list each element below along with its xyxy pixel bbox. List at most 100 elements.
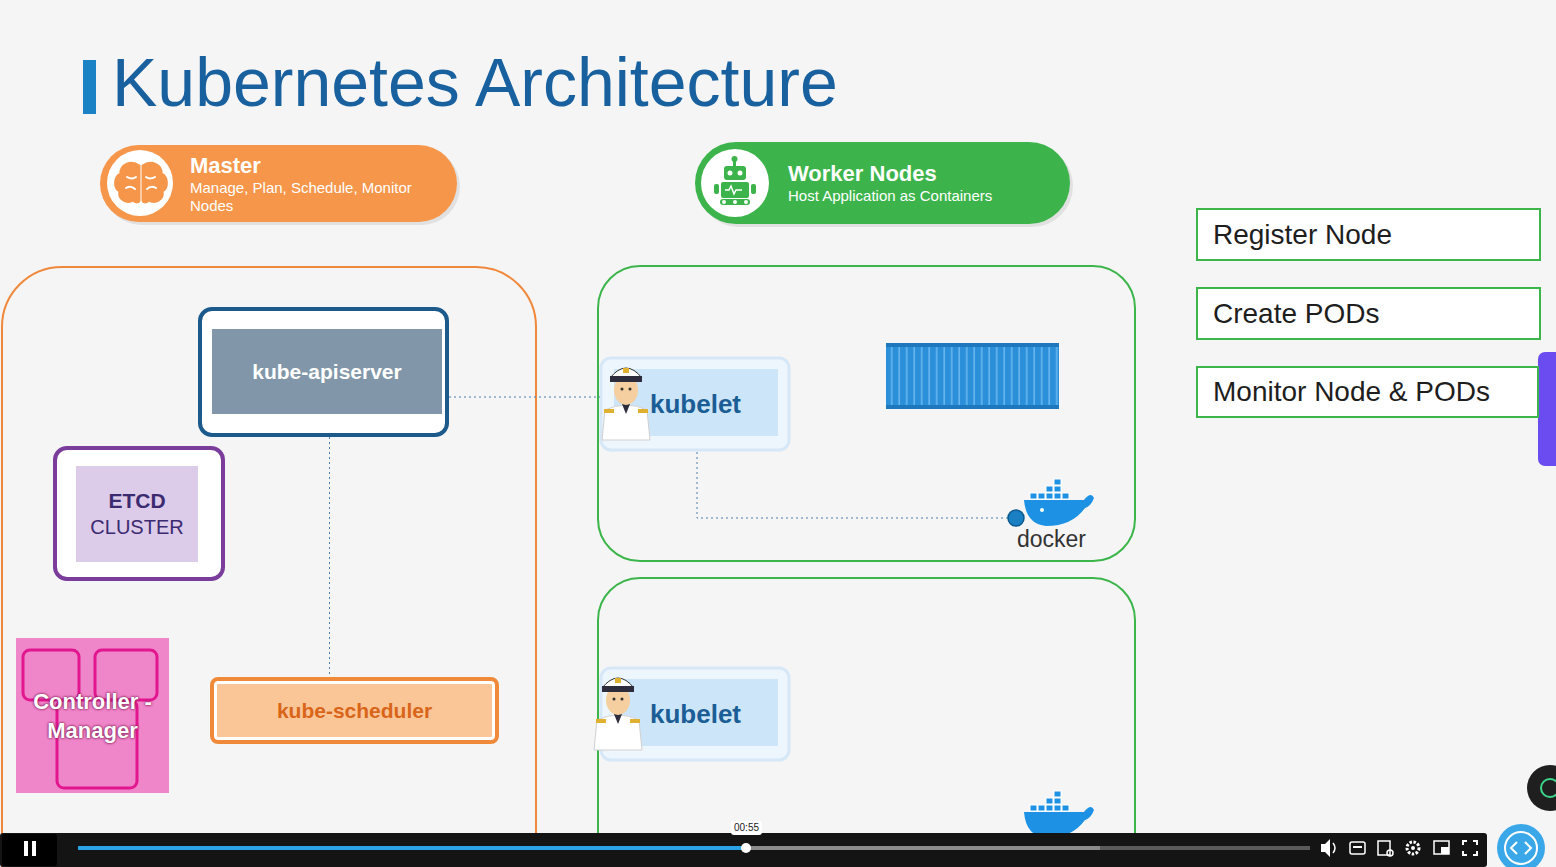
runtime-leader [697, 452, 1008, 518]
video-player-bar [1350, 842, 1365, 854]
worker-pill-shape [695, 142, 1070, 224]
robot-icon [725, 186, 742, 194]
captain-icon [594, 678, 642, 750]
worker-region [598, 578, 1135, 867]
step-box: Register Node [1196, 208, 1541, 261]
dotted-connector [329, 437, 330, 677]
side-tab [1538, 352, 1556, 466]
robot-icon [721, 182, 749, 198]
robot-icon [733, 200, 737, 204]
chat-button [1527, 765, 1556, 811]
whale-logo [1030, 805, 1037, 811]
worker-pill-shape [701, 149, 769, 217]
captain-icon [621, 388, 624, 391]
whale-logo [1038, 805, 1045, 811]
worker-region [598, 266, 1135, 561]
whale-logo [1054, 493, 1061, 499]
node-subtitle: CLUSTER [90, 514, 183, 540]
captain-icon [622, 404, 630, 414]
robot-icon [714, 184, 719, 194]
worker-pill-shape [695, 142, 1073, 227]
brain-icon [116, 163, 167, 202]
agent-box: kubelet [600, 357, 790, 451]
node-label: Register Node [1213, 219, 1392, 251]
robot-icon [714, 156, 756, 205]
captain-icon [602, 405, 650, 440]
container-block [886, 343, 1059, 409]
node-label: Create PODs [1213, 298, 1380, 330]
whale-logo [1024, 791, 1094, 838]
agent-box-shape [601, 358, 789, 760]
master-pill-shape [100, 145, 460, 225]
whale-logo [1054, 486, 1061, 492]
node-label: Master [190, 153, 261, 179]
logo-wordmark: docker [1017, 527, 1086, 551]
step-box: Monitor Node & PODs [1196, 366, 1539, 418]
video-player-bar [1321, 839, 1330, 857]
header-pill: MasterManage, Plan, Schedule, Monitor No… [100, 145, 460, 222]
robot-icon [744, 200, 748, 204]
container-block [886, 405, 1059, 409]
code-button [1497, 824, 1545, 867]
chat-button [1527, 765, 1556, 811]
captain-icon [615, 678, 621, 683]
whale-logo [1030, 479, 1069, 499]
captain-icon [638, 409, 648, 413]
captain-icon [594, 715, 642, 750]
node-label: Worker Nodes [788, 161, 937, 187]
robot-icon [728, 171, 733, 176]
control-box: Controller -Manager [16, 638, 169, 793]
whale-logo [1062, 805, 1069, 811]
agent-box: kubelet [600, 667, 790, 761]
video-player-bar [32, 841, 36, 856]
node-subtitle: Host Application as Containers [788, 187, 1038, 205]
code-button [1497, 824, 1545, 867]
node-label: kubelet [650, 699, 741, 730]
captain-icon [610, 376, 642, 382]
node-label: kube-apiserver [252, 360, 401, 384]
dotted-connector [449, 397, 600, 398]
scheduling-box: kube-scheduler [210, 677, 499, 744]
code-button [1511, 842, 1531, 854]
node-label: ETCD [108, 488, 165, 514]
brain-icon [126, 177, 156, 189]
captain-icon [614, 714, 622, 724]
inner-panel: kube-apiserver [212, 329, 442, 414]
node-subtitle: Manage, Plan, Schedule, Monitor Nodes [190, 179, 440, 215]
control-box-shape [16, 638, 169, 793]
video-player-bar [741, 843, 751, 853]
store-box: ETCDCLUSTER [53, 446, 225, 581]
time-tooltip: 00:55 [731, 821, 762, 835]
whale-logo [1046, 493, 1053, 499]
connector-dot [1008, 510, 1024, 526]
node-label: kube-scheduler [277, 699, 432, 723]
captain-icon [604, 409, 614, 413]
chat-button [1541, 779, 1556, 797]
video-player-bar [78, 846, 1310, 850]
video-player-bar [78, 846, 1100, 850]
control-box-shape [16, 638, 169, 793]
video-player-bar [24, 841, 28, 856]
container-block [886, 343, 1059, 409]
node-label: kubelet [650, 389, 741, 420]
container-block [886, 343, 1059, 347]
video-player-bar [1407, 842, 1419, 854]
captain-icon [596, 719, 606, 723]
captain-icon [602, 368, 650, 440]
video-player-bar [0, 833, 1487, 867]
video-player-bar [1434, 841, 1449, 854]
robot-icon [732, 156, 738, 162]
robot-icon [720, 199, 750, 205]
code-button [1505, 832, 1537, 864]
header-pill: Worker NodesHost Application as Containe… [695, 142, 1070, 224]
robot-icon [738, 171, 743, 176]
node-label: Controller -Manager [22, 687, 163, 745]
captain-icon [629, 388, 632, 391]
video-player-bar [0, 833, 1487, 867]
captain-icon [621, 698, 624, 701]
agent-box-shape [601, 358, 789, 450]
whale-logo [1054, 479, 1061, 485]
master-pill-shape [100, 145, 457, 222]
